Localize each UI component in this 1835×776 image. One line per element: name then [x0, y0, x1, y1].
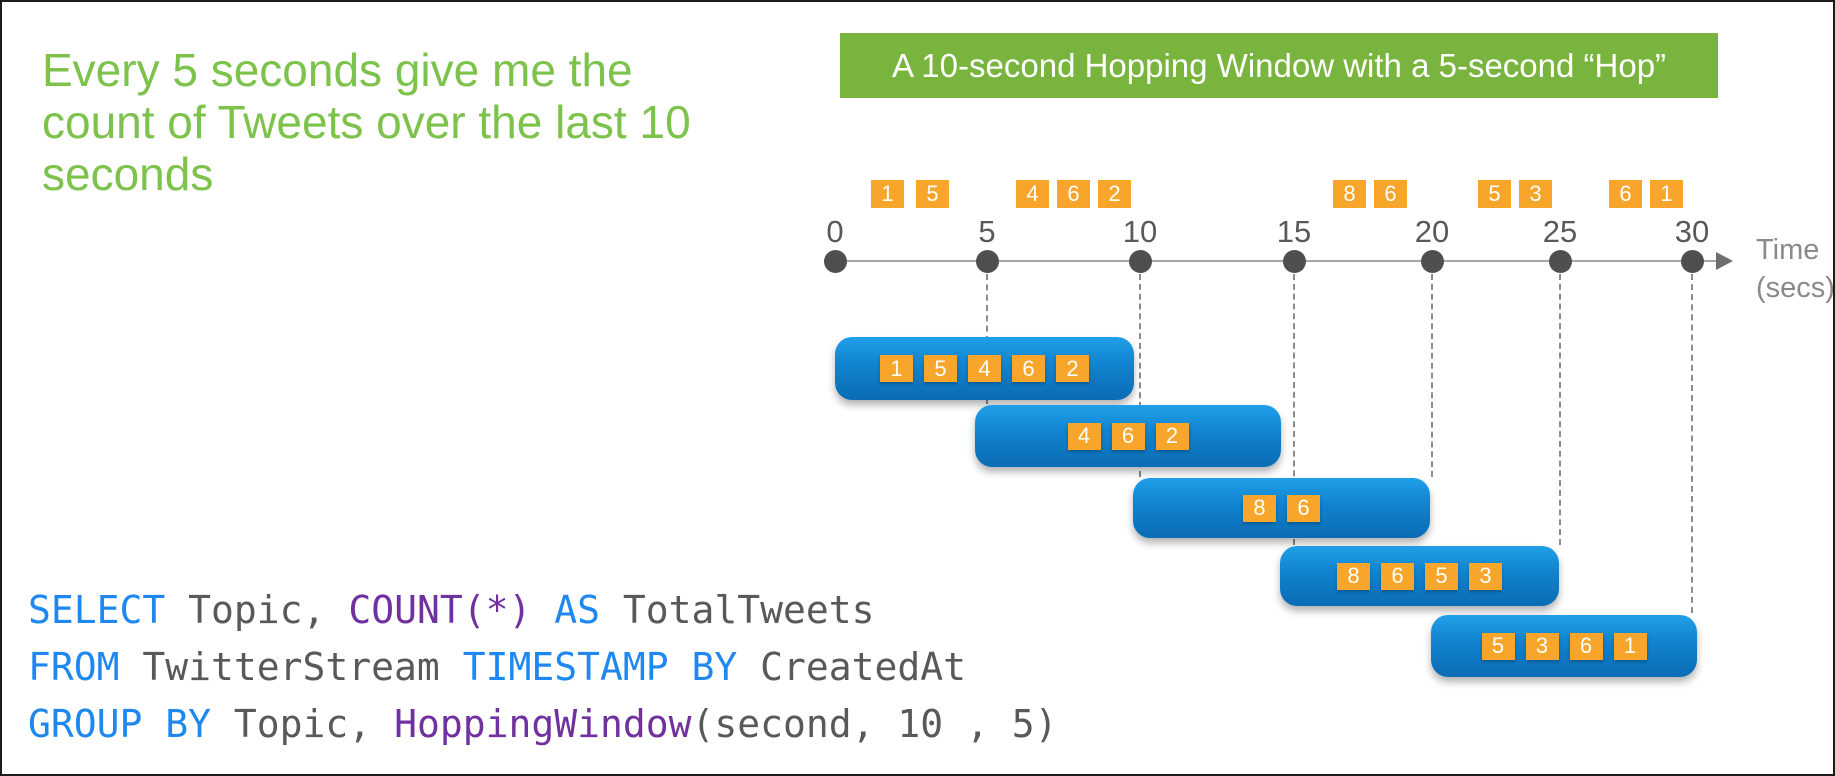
code-token-keyword: AS	[554, 588, 623, 632]
stream-event-chip: 1	[1650, 180, 1683, 208]
tick-label-5: 5	[978, 214, 996, 249]
code-token-keyword: GROUP BY	[28, 702, 234, 746]
window-event-chip: 1	[1613, 632, 1647, 660]
axis-tick-dot	[1549, 250, 1572, 273]
stream-event-chip: 4	[1016, 180, 1049, 208]
stream-event-chip: 5	[1478, 180, 1511, 208]
tick-dash-line	[1293, 274, 1295, 545]
axis-tick-dot	[976, 250, 999, 273]
window-event-chip: 5	[1425, 562, 1458, 590]
window-event-chip: 5	[1481, 632, 1515, 660]
axis-tick-dot	[1283, 250, 1306, 273]
code-token-function: HoppingWindow	[394, 702, 692, 746]
tick-dash-line	[1559, 274, 1561, 545]
window-event-chip: 6	[1012, 355, 1045, 382]
tick-label-25: 25	[1542, 214, 1578, 249]
code-token-plain: TotalTweets	[622, 588, 875, 632]
tick-dash-line	[1139, 274, 1141, 477]
axis-unit-label: Time (secs)	[1756, 231, 1835, 307]
tick-label-20: 20	[1414, 214, 1450, 249]
window-event-chip: 6	[1381, 562, 1414, 590]
code-line: GROUP BY Topic, HoppingWindow(second, 10…	[28, 696, 1058, 753]
code-token-plain: CreatedAt	[760, 645, 967, 689]
window-event-chip: 1	[880, 355, 913, 382]
axis-arrow-icon	[1716, 252, 1733, 270]
headline-line-2: count of Tweets over the last 10	[42, 96, 691, 148]
timeline-axis	[835, 260, 1718, 262]
tick-label-10: 10	[1122, 214, 1158, 249]
code-token-plain: TwitterStream	[142, 645, 463, 689]
window-event-chip: 8	[1337, 562, 1370, 590]
window-event-chip: 8	[1243, 494, 1276, 522]
tick-label-15: 15	[1276, 214, 1312, 249]
code-token-keyword: SELECT	[28, 588, 189, 632]
code-token-plain: Topic,	[188, 588, 349, 632]
window-event-chip: 2	[1155, 422, 1189, 450]
stream-event-chip: 8	[1333, 180, 1366, 208]
window-event-chip: 2	[1056, 355, 1089, 382]
tick-dash-line	[1691, 274, 1693, 613]
window-event-chip: 5	[924, 355, 957, 382]
window-event-chip: 6	[1287, 494, 1320, 522]
title-banner: A 10-second Hopping Window with a 5-seco…	[840, 33, 1718, 98]
code-line: FROM TwitterStream TIMESTAMP BY CreatedA…	[28, 639, 1058, 696]
stream-event-chip: 1	[871, 180, 904, 208]
axis-tick-dot	[1421, 250, 1444, 273]
window-event-chip: 6	[1111, 422, 1145, 450]
tick-label-30: 30	[1674, 214, 1710, 249]
tick-label-0: 0	[826, 214, 844, 249]
stream-event-chip: 6	[1374, 180, 1407, 208]
code-token-plain: Topic,	[233, 702, 395, 746]
code-token-keyword: FROM	[28, 645, 143, 689]
headline-line-1: Every 5 seconds give me the	[42, 44, 633, 96]
code-token-plain: (second, 10 , 5)	[691, 702, 1058, 746]
axis-unit-label-time: Time	[1756, 234, 1820, 266]
window-event-chip: 3	[1469, 562, 1502, 590]
axis-tick-dot	[824, 250, 847, 273]
stream-event-chip: 2	[1098, 180, 1131, 208]
code-token-keyword: TIMESTAMP BY	[462, 645, 761, 689]
tick-dash-line	[1431, 274, 1433, 477]
axis-tick-dot	[1681, 250, 1704, 273]
code-line: SELECT Topic, COUNT(*) AS TotalTweets	[28, 582, 1058, 639]
stream-event-chip: 6	[1609, 180, 1642, 208]
axis-tick-dot	[1129, 250, 1152, 273]
headline-line-3: seconds	[42, 148, 214, 200]
headline-text: Every 5 seconds give me the count of Twe…	[42, 44, 722, 200]
window-event-chip: 4	[1067, 422, 1101, 450]
window-event-chip: 3	[1525, 632, 1559, 660]
window-event-chip: 6	[1569, 632, 1603, 660]
stream-event-chip: 5	[916, 180, 949, 208]
axis-unit-label-secs: (secs)	[1756, 272, 1835, 304]
stream-event-chip: 3	[1519, 180, 1552, 208]
stream-event-chip: 6	[1057, 180, 1090, 208]
code-token-function: COUNT(*)	[348, 588, 555, 632]
window-event-chip: 4	[968, 355, 1001, 382]
